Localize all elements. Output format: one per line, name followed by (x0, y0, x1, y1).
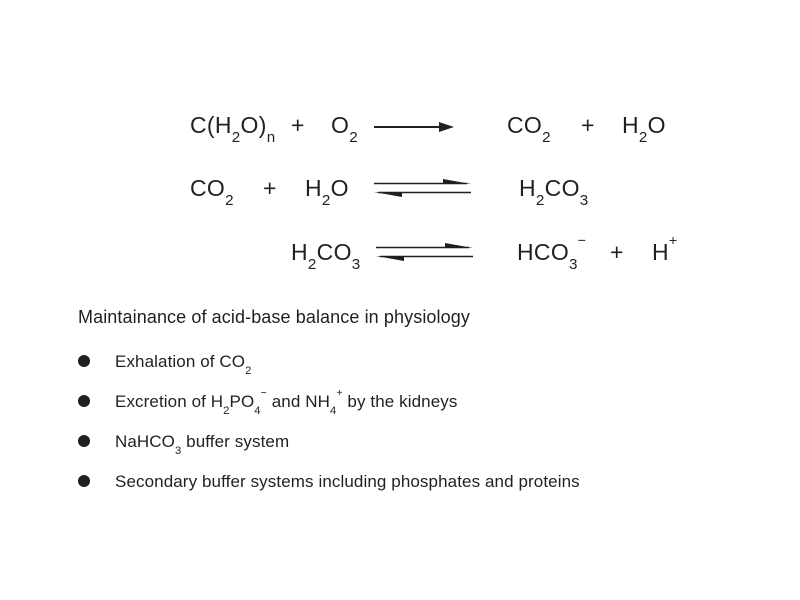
plus-sign: + (581, 112, 595, 138)
bullet-icon (78, 475, 90, 487)
plus-sign: + (610, 239, 624, 265)
formula-carbohydrate: C(H2O)n (190, 112, 276, 146)
equilibrium-arrow-icon (376, 243, 473, 261)
bullet-icon (78, 395, 90, 407)
plus-sign: + (291, 112, 305, 138)
figure-heading: Maintainance of acid-base balance in phy… (78, 307, 470, 327)
formula-water: H2O (305, 175, 349, 209)
formula-proton: H+ (652, 233, 678, 265)
bullet-icon (78, 435, 90, 447)
list-item: Excretion of H2PO4− and NH4+ by the kidn… (78, 386, 718, 417)
list-item-text: Excretion of H2PO4− and NH4+ by the kidn… (115, 386, 458, 417)
list-item: Exhalation of CO2 (78, 350, 718, 376)
list-item-text: NaHCO3 buffer system (115, 432, 290, 457)
list-item-text: Secondary buffer systems including phosp… (115, 472, 580, 491)
list-item-text: Exhalation of CO2 (115, 352, 252, 377)
bullet-icon (78, 355, 90, 367)
plus-sign: + (263, 175, 277, 201)
formula-oxygen: O2 (331, 112, 358, 146)
formula-carbon-dioxide: CO2 (190, 175, 234, 209)
equilibrium-arrow-icon (374, 179, 471, 197)
right-arrow-icon (374, 119, 454, 135)
formula-water: H2O (622, 112, 666, 146)
formula-bicarbonate: HCO3− (517, 233, 587, 273)
formula-carbonic-acid: H2CO3 (519, 175, 589, 209)
formula-carbon-dioxide: CO2 (507, 112, 551, 146)
list-item: NaHCO3 buffer system (78, 430, 718, 456)
list-item: Secondary buffer systems including phosp… (78, 470, 718, 496)
formula-carbonic-acid: H2CO3 (291, 239, 361, 273)
